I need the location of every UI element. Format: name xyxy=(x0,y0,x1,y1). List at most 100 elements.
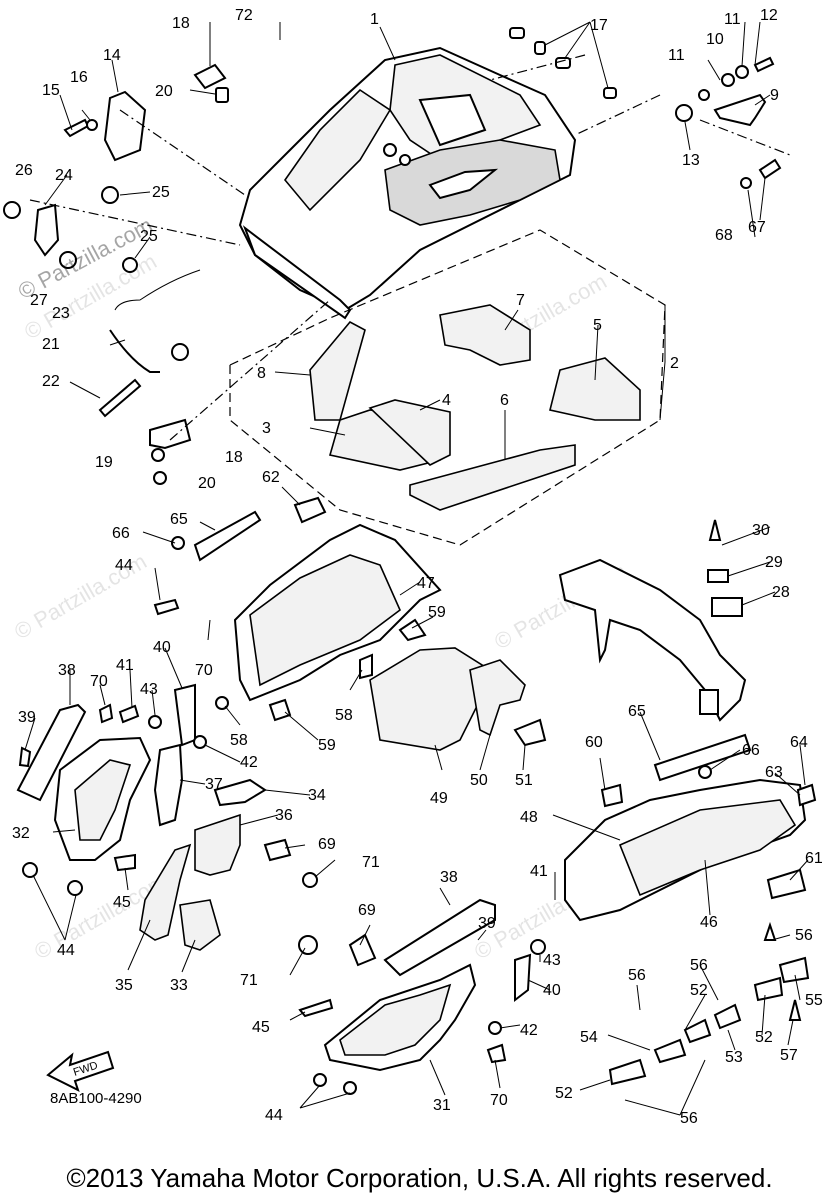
callout-52a: 52 xyxy=(690,982,708,999)
callout-40a: 40 xyxy=(153,639,171,656)
callout-18a: 18 xyxy=(172,15,190,32)
callout-40b: 40 xyxy=(543,982,561,999)
callout-65b: 65 xyxy=(628,703,646,720)
callout-42a: 42 xyxy=(240,754,258,771)
callout-70b: 70 xyxy=(90,673,108,690)
callout-26: 26 xyxy=(15,162,33,179)
callout-14: 14 xyxy=(103,47,121,64)
callout-58a: 58 xyxy=(335,707,353,724)
callout-38b: 38 xyxy=(440,869,458,886)
callout-67: 67 xyxy=(748,219,766,236)
callout-23: 23 xyxy=(52,305,70,322)
callout-53: 53 xyxy=(725,1049,743,1066)
callout-50: 50 xyxy=(470,772,488,789)
callout-4: 4 xyxy=(442,392,451,409)
callout-71b: 71 xyxy=(240,972,258,989)
forward-direction-arrow: FWD xyxy=(46,1050,115,1092)
callout-58b: 58 xyxy=(230,732,248,749)
callout-42b: 42 xyxy=(520,1022,538,1039)
right-bracket-group xyxy=(558,519,747,722)
callout-16: 16 xyxy=(70,69,88,86)
callout-41a: 41 xyxy=(116,657,134,674)
callout-5: 5 xyxy=(593,317,602,334)
callout-10: 10 xyxy=(706,31,724,48)
callout-66b: 66 xyxy=(742,742,760,759)
right-lower-group xyxy=(564,733,817,1086)
callout-44a: 44 xyxy=(115,557,133,574)
callout-45b: 45 xyxy=(252,1019,270,1036)
callout-25a: 25 xyxy=(152,184,170,201)
callout-43a: 43 xyxy=(140,681,158,698)
callout-25b: 25 xyxy=(140,228,158,245)
hood-assembly xyxy=(238,46,577,320)
callout-56a: 56 xyxy=(795,927,813,944)
callout-29: 29 xyxy=(765,554,783,571)
copyright-notice: ©2013 Yamaha Motor Corporation, U.S.A. A… xyxy=(66,1163,773,1193)
callout-44c: 44 xyxy=(265,1107,283,1124)
callout-30: 30 xyxy=(752,522,770,539)
callout-65a: 65 xyxy=(170,511,188,528)
callout-59b: 59 xyxy=(318,737,336,754)
callout-59a: 59 xyxy=(428,604,446,621)
callout-20a: 20 xyxy=(155,83,173,100)
callout-49: 49 xyxy=(430,790,448,807)
callout-18b: 18 xyxy=(225,449,243,466)
callout-66a: 66 xyxy=(112,525,130,542)
callout-45a: 45 xyxy=(113,894,131,911)
left-lower-group xyxy=(16,683,318,951)
callout-62: 62 xyxy=(262,469,280,486)
callout-46: 46 xyxy=(700,914,718,931)
callout-43b: 43 xyxy=(543,952,561,969)
diagram-code: 8AB100-4290 xyxy=(50,1090,142,1107)
callout-55: 55 xyxy=(805,992,823,1009)
callout-39b: 39 xyxy=(478,915,496,932)
callout-69a: 69 xyxy=(318,836,336,853)
callout-36: 36 xyxy=(275,807,293,824)
callout-64: 64 xyxy=(790,734,808,751)
callout-72: 72 xyxy=(235,7,253,24)
callout-31: 31 xyxy=(433,1097,451,1114)
callout-56d: 56 xyxy=(680,1110,698,1127)
callout-37: 37 xyxy=(205,776,223,793)
callout-20b: 20 xyxy=(198,475,216,492)
callout-68: 68 xyxy=(715,227,733,244)
callout-6: 6 xyxy=(500,392,509,409)
callout-33: 33 xyxy=(170,977,188,994)
callout-70a: 70 xyxy=(195,662,213,679)
callout-17: 17 xyxy=(590,17,608,34)
callout-38a: 38 xyxy=(58,662,76,679)
callout-52b: 52 xyxy=(755,1029,773,1046)
callout-12: 12 xyxy=(760,7,778,24)
callout-51: 51 xyxy=(515,772,533,789)
callout-57: 57 xyxy=(780,1047,798,1064)
callout-47: 47 xyxy=(417,575,435,592)
callout-leaders xyxy=(24,21,809,1116)
callout-9: 9 xyxy=(770,87,779,104)
callout-1: 1 xyxy=(370,11,379,28)
callout-63: 63 xyxy=(765,764,783,781)
callout-27: 27 xyxy=(30,292,48,309)
callout-60: 60 xyxy=(585,734,603,751)
callout-34: 34 xyxy=(308,787,326,804)
callout-54: 54 xyxy=(580,1029,598,1046)
callout-39a: 39 xyxy=(18,709,36,726)
upper-left-hardware xyxy=(3,63,331,485)
center-lower-group xyxy=(298,898,546,1095)
pad-kit-group xyxy=(229,229,666,546)
callout-69b: 69 xyxy=(358,902,376,919)
callout-8: 8 xyxy=(257,365,266,382)
callout-labels: 1 2 3 4 5 6 7 8 9 10 11 11 12 13 14 15 1… xyxy=(12,7,823,1127)
callout-21: 21 xyxy=(42,336,60,353)
callout-44b: 44 xyxy=(57,942,75,959)
callout-28: 28 xyxy=(772,584,790,601)
callout-56b: 56 xyxy=(628,967,646,984)
callout-2: 2 xyxy=(670,355,679,372)
callout-19: 19 xyxy=(95,454,113,471)
callout-11a: 11 xyxy=(724,11,741,28)
callout-22: 22 xyxy=(42,373,60,390)
callout-56c: 56 xyxy=(690,957,708,974)
callout-48: 48 xyxy=(520,809,538,826)
callout-71a: 71 xyxy=(362,854,380,871)
callout-24: 24 xyxy=(55,167,73,184)
